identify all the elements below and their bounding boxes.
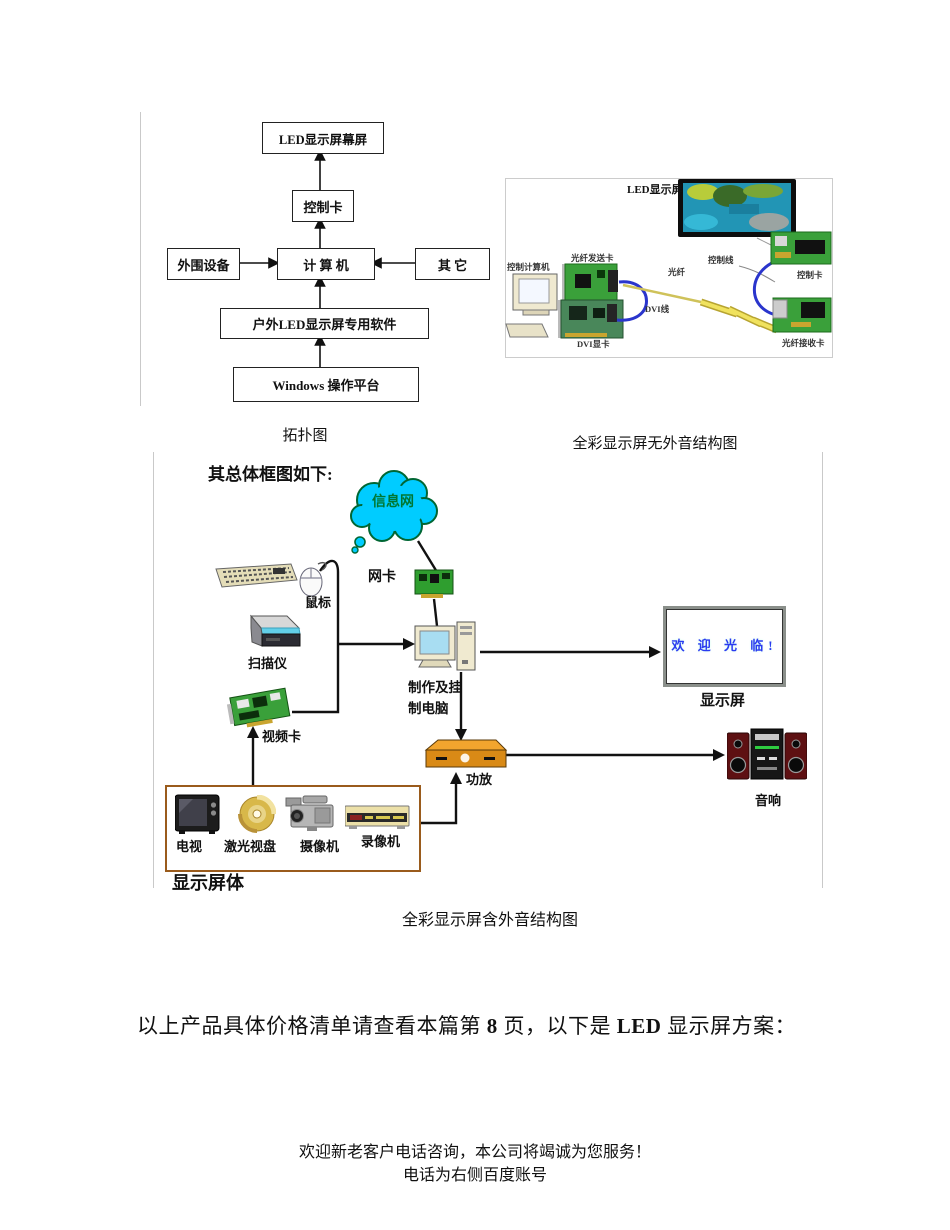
control-pc-clipart (414, 621, 476, 671)
dvi-card-photo (558, 299, 624, 339)
dvi-cable-arc (616, 280, 648, 322)
nic-label: 网卡 (368, 570, 396, 585)
control-computer-label: 控制计算机 (507, 262, 550, 272)
dvi-card-label: DVI显卡 (577, 339, 610, 349)
scanner-label: 扫描仪 (248, 656, 288, 671)
fiber-structure-diagram: LED显示屏 控制计算机 光纤发送卡 DVI显卡 (505, 178, 833, 358)
fiber-tx-card-photo (562, 263, 618, 305)
dvi-cable-label: DVI线 (645, 304, 670, 314)
flow-box-other-label: 其 它 (437, 257, 468, 273)
body-text-brand: LED (616, 1014, 662, 1038)
body-paragraph: 以上产品具体价格清单请查看本篇第 8 页，以下是 LED 显示屏方案： (137, 1010, 796, 1040)
camcorder-clipart (285, 795, 334, 831)
laser-disc-label: 激光视盘 (224, 839, 277, 854)
amplifier-label: 功放 (466, 772, 493, 787)
control-card-label: 控制卡 (797, 270, 823, 280)
camcorder-label: 摄像机 (300, 839, 340, 854)
body-text-part2: 页，以下是 (497, 1014, 617, 1038)
control-card-photo (770, 231, 832, 265)
video-card-label: 视频卡 (262, 729, 302, 744)
flow-box-windows-label: Windows 操作平台 (272, 378, 380, 393)
control-cable-label: 控制线 (708, 255, 734, 265)
control-pc-label-line2: 制电脑 (408, 701, 449, 716)
control-pc-label-line1: 制作及挂 (408, 680, 462, 695)
vcr-label: 录像机 (361, 834, 401, 849)
amplifier-clipart (424, 739, 508, 768)
laser-disc-clipart (238, 795, 276, 833)
fiber-rx-card-photo (772, 297, 832, 333)
scanner-clipart (249, 614, 301, 647)
footer-line2: 电话为右侧百度账号 (402, 1167, 547, 1184)
mouse-label: 鼠标 (305, 595, 332, 610)
flow-box-control-card: 控制卡 (292, 190, 354, 222)
flow-box-computer-label: 计 算 机 (303, 257, 349, 273)
nic-card-clipart (414, 569, 454, 598)
flow-box-software-label: 户外LED显示屏专用软件 (252, 317, 397, 332)
display-label: 显示屏 (700, 693, 746, 709)
speakers-label: 音响 (755, 793, 782, 808)
fiber-label: 光纤 (667, 267, 686, 277)
flow-box-other: 其 它 (415, 248, 490, 280)
keyboard-clipart (215, 563, 298, 588)
fiber-caption: 全彩显示屏无外音结构图 (572, 436, 738, 452)
body-text-page-number: 8 (486, 1014, 498, 1038)
fiber-bolt (700, 300, 778, 332)
body-text-part3: 显示屏方案： (661, 1014, 797, 1038)
info-network-cloud: 信息网 (350, 470, 438, 554)
vcr-clipart (345, 805, 410, 829)
source-equipment-box: 电视 激光视盘 摄像机 录像机 (165, 785, 421, 872)
flow-box-computer: 计 算 机 (277, 248, 375, 280)
topology-caption: 拓扑图 (282, 428, 328, 444)
block-diagram-caption: 全彩显示屏含外音结构图 (401, 912, 578, 929)
flow-box-peripherals: 外围设备 (167, 248, 240, 280)
block-diagram-heading: 其总体框图如下: (208, 465, 333, 484)
control-computer-photo (505, 273, 558, 338)
flow-box-led-screen-label: LED显示屏幕屏 (278, 132, 368, 147)
fiber-title: LED显示屏 (627, 183, 683, 196)
video-card-clipart (226, 687, 291, 728)
led-screen-photo (678, 179, 796, 237)
flow-box-windows: Windows 操作平台 (233, 367, 419, 402)
fiber-tx-card-label: 光纤发送卡 (570, 253, 614, 263)
footer-line1: 欢迎新老客户电话咨询，本公司将竭诚为您服务！ (298, 1144, 651, 1161)
tv-label: 电视 (176, 839, 203, 854)
source-box-title: 显示屏体 (172, 873, 244, 893)
flow-box-peripherals-label: 外围设备 (177, 257, 230, 273)
flow-box-led-screen: LED显示屏幕屏 (262, 122, 384, 154)
flow-box-software: 户外LED显示屏专用软件 (220, 308, 429, 339)
body-text-part1: 以上产品具体价格清单请查看本篇第 (137, 1014, 487, 1038)
display-screen-clipart: 欢 迎 光 临! (663, 606, 786, 687)
fiber-line (622, 283, 702, 304)
fiber-rx-card-label: 光纤接收卡 (781, 338, 825, 348)
tv-clipart (175, 794, 220, 834)
flow-box-control-card-label: 控制卡 (303, 199, 343, 215)
mouse-clipart (299, 561, 327, 597)
speakers-clipart (727, 728, 807, 780)
display-screen-text: 欢 迎 光 临! (671, 637, 778, 653)
cloud-label: 信息网 (372, 493, 414, 510)
